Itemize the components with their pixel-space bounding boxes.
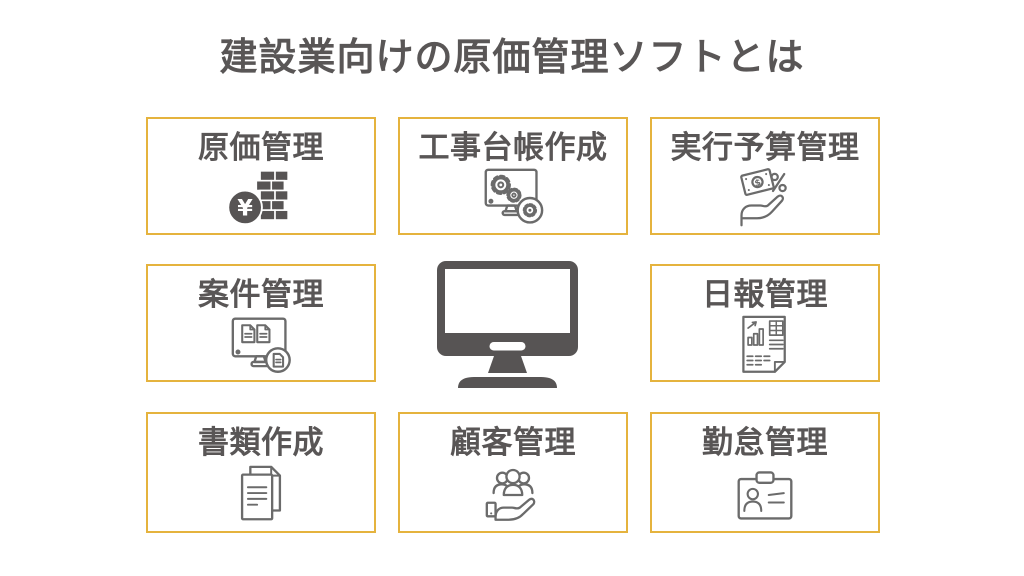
- hand-money-percent-icon: $: [727, 166, 803, 233]
- feature-box-daily-report: 日報管理: [650, 264, 880, 382]
- id-card-icon: [727, 461, 803, 531]
- feature-box-construction-ledger: 工事台帳作成: [398, 117, 628, 235]
- feature-box-project-management: 案件管理: [146, 264, 376, 382]
- svg-text:$: $: [754, 178, 762, 189]
- hand-people-icon: [475, 461, 551, 531]
- monitor-documents-icon: [223, 313, 299, 380]
- svg-text:¥: ¥: [237, 196, 253, 222]
- feature-label: 書類作成: [198, 425, 324, 460]
- feature-box-execution-budget: 実行予算管理 $: [650, 117, 880, 235]
- feature-label: 工事台帳作成: [418, 130, 608, 165]
- feature-label: 顧客管理: [450, 425, 576, 460]
- feature-label: 案件管理: [198, 277, 324, 312]
- daily-report-icon: [727, 313, 803, 380]
- feature-box-attendance-management: 勤怠管理: [650, 412, 880, 533]
- feature-label: 原価管理: [198, 130, 324, 165]
- feature-label: 勤怠管理: [702, 425, 828, 460]
- feature-label: 日報管理: [702, 277, 828, 312]
- feature-label: 実行予算管理: [670, 130, 860, 165]
- desktop-monitor-icon: [436, 260, 584, 392]
- documents-icon: [223, 461, 299, 531]
- monitor-gears-icon: [475, 166, 551, 233]
- feature-box-document-creation: 書類作成: [146, 412, 376, 533]
- feature-box-cost-management: 原価管理 ¥: [146, 117, 376, 235]
- yen-coins-icon: ¥: [223, 166, 299, 233]
- feature-box-customer-management: 顧客管理: [398, 412, 628, 533]
- page-title: 建設業向けの原価管理ソフトとは: [219, 37, 805, 79]
